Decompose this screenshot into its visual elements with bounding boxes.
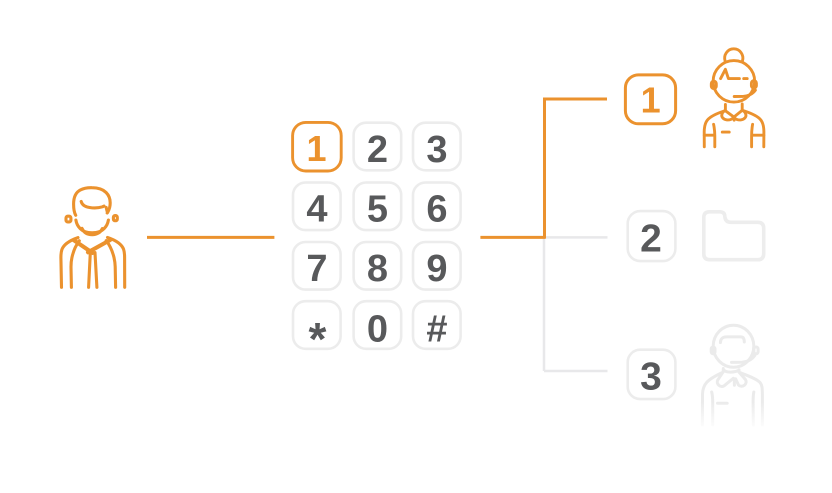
svg-text:#: # [426,309,447,351]
svg-text:*: * [309,313,327,365]
svg-text:3: 3 [640,356,662,399]
svg-text:1: 1 [641,80,661,121]
svg-text:6: 6 [426,189,447,231]
svg-text:1: 1 [306,128,326,169]
svg-text:8: 8 [367,248,388,290]
svg-text:4: 4 [306,189,327,231]
svg-text:2: 2 [640,217,662,260]
svg-text:7: 7 [306,248,327,290]
svg-text:0: 0 [367,309,388,351]
svg-text:5: 5 [367,189,388,231]
svg-text:2: 2 [367,129,388,171]
svg-text:3: 3 [426,129,447,171]
svg-text:9: 9 [426,248,447,290]
